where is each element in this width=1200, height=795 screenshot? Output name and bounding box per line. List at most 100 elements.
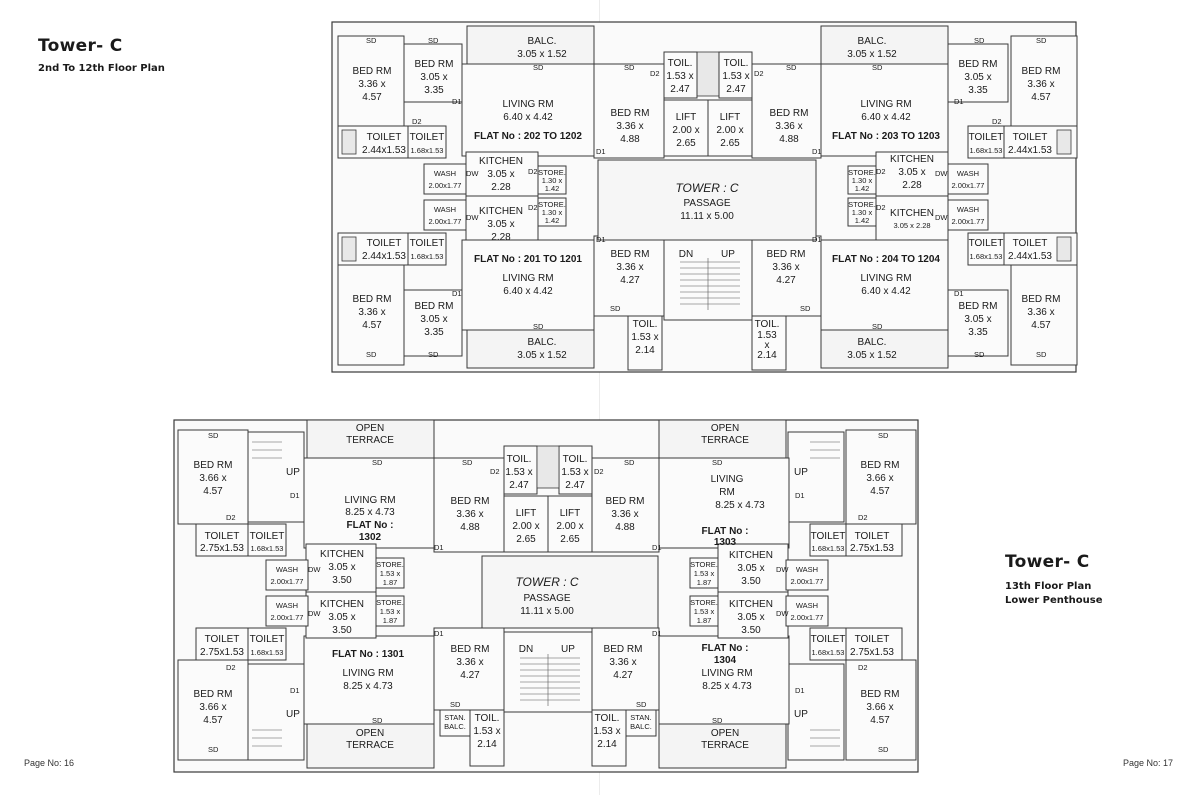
plan-b-up-tl: UP bbox=[286, 467, 300, 478]
plan-b-living-br-dim: 8.25 x 4.73 bbox=[702, 681, 752, 692]
plan-b-terrace-tl-1: OPEN bbox=[356, 423, 384, 434]
plan-a-kitchen-bl bbox=[465, 195, 539, 241]
plan-a-toil-bl-dim2: 2.14 bbox=[635, 345, 655, 356]
plan-a-living-br-name: LIVING RM bbox=[860, 273, 911, 284]
plan-a-tag-d2-7: D2 bbox=[528, 203, 538, 212]
plan-a-living-bl-dim: 6.40 x 4.42 bbox=[503, 286, 553, 297]
plan-b-tag-d2-6: D2 bbox=[858, 663, 868, 672]
plan-b-kitchen-br bbox=[717, 591, 789, 639]
plan-a-tag-d1-6: D1 bbox=[812, 147, 822, 156]
plan-a-tag-sd-6: SD bbox=[872, 63, 883, 72]
plan-a-bedroom-bl-outer bbox=[337, 264, 405, 366]
plan-a-bedroom-tr-inner bbox=[947, 43, 1009, 103]
plan-b-terrace-br bbox=[658, 723, 787, 769]
plan-a-bed2-bl-name: BED RM bbox=[415, 301, 454, 312]
plan-b-bed-bl-dim2: 4.57 bbox=[203, 715, 223, 726]
plan-b-flat-1303-number: 1303 bbox=[714, 537, 737, 548]
plan-b-bed-tr-dim1: 3.66 x bbox=[866, 473, 893, 484]
plan-a-tag-sd-2: SD bbox=[428, 36, 439, 45]
plan-a-tag-d1-3: D1 bbox=[452, 289, 462, 298]
plan-a-toil-core-right bbox=[718, 51, 753, 99]
plan-a-kitchen-bl-dim2: 2.28 bbox=[491, 232, 511, 243]
plan-b-stan-l-1: STAN. bbox=[444, 713, 466, 722]
plan-a-tag-d1-7: D1 bbox=[596, 235, 606, 244]
plan-a-bed-tr-dim1: 3.36 x bbox=[1027, 79, 1054, 90]
plan-b-toil-bottom-left bbox=[469, 709, 505, 767]
plan-b-stan-r-1: STAN. bbox=[630, 713, 652, 722]
plan-a-balc-bl-dim: 3.05 x 1.52 bbox=[517, 350, 567, 361]
plan-a-kitchen-bl-dim1: 3.05 x bbox=[487, 219, 514, 230]
plan-b-tag-d2-1: D2 bbox=[490, 467, 500, 476]
plan-a-bed2-tl-name: BED RM bbox=[415, 59, 454, 70]
plan-b-kitchen-bl-dim1: 3.05 x bbox=[328, 612, 355, 623]
plan-a-bed-bl-dim1: 3.36 x bbox=[358, 307, 385, 318]
plan-b-tag-d1-7: D1 bbox=[434, 629, 444, 638]
plan-a-living-tl-name: LIVING RM bbox=[502, 99, 553, 110]
plan-b-terrace-bl bbox=[306, 723, 435, 769]
plan-a-shaft-4 bbox=[1056, 236, 1072, 262]
plan-b-kitchen-tl-name: KITCHEN bbox=[320, 549, 364, 560]
plan-a-bed2-br-dim1: 3.05 x bbox=[964, 314, 991, 325]
plan-b-toil-core-left bbox=[503, 445, 538, 495]
plan-b-tag-d1-5: D1 bbox=[434, 543, 444, 552]
plan-b-store-tr-name: STORE. bbox=[690, 560, 718, 569]
plan-a-tag-d2-4: D2 bbox=[992, 117, 1002, 126]
plan-a-bed-tl-dim1: 3.36 x bbox=[358, 79, 385, 90]
plan-b-flat-1301: FLAT No : 1301 bbox=[332, 649, 404, 660]
plan-b-kitchen-tl bbox=[305, 543, 377, 593]
plan-a-bed-bl-name: BED RM bbox=[353, 294, 392, 305]
plan-a-wash-tl bbox=[423, 163, 467, 195]
plan-a-living-tl bbox=[461, 63, 595, 157]
plan-b-lift-l-dim1: 2.00 x bbox=[512, 521, 539, 532]
plan-b-store-tr-dim1: 1.53 x bbox=[694, 569, 715, 578]
plan-a-stair-up: UP bbox=[721, 249, 735, 260]
plan-a-toilet2-bl-name: TOILET bbox=[410, 238, 445, 249]
plan-b-toil-br-dim2: 2.14 bbox=[597, 739, 617, 750]
plan-b-tag-d1-1: D1 bbox=[290, 491, 300, 500]
plan-a-store-br-dim1: 1.30 x bbox=[852, 208, 873, 217]
plan-a-store-tl-dim2: 1.42 bbox=[545, 184, 560, 193]
plan-a-tag-dw-2: DW bbox=[466, 213, 479, 222]
plan-b-core-name: PASSAGE bbox=[523, 593, 570, 604]
plan-b-bedroom-core-tl bbox=[433, 457, 505, 553]
plan-b-toilet-br-dim: 2.75x1.53 bbox=[850, 647, 894, 658]
plan-a-wash-bl bbox=[423, 199, 467, 231]
plan-b-bed-core-tr-dim1: 3.36 x bbox=[611, 509, 638, 520]
plan-a-bed-core-tr-dim1: 3.36 x bbox=[775, 121, 802, 132]
plan-a-toilet-br-dim: 2.44x1.53 bbox=[1008, 251, 1052, 262]
plan-a-tag-d1-8: D1 bbox=[812, 235, 822, 244]
plan-a-bed-br-dim1: 3.36 x bbox=[1027, 307, 1054, 318]
plan-a-toilet-bl-dim: 2.44x1.53 bbox=[362, 251, 406, 262]
plan-a-bed2-tr-dim1: 3.05 x bbox=[964, 72, 991, 83]
plan-b-tag-sd-8: SD bbox=[372, 716, 383, 725]
plan-b-lift-right bbox=[547, 495, 593, 553]
plan-b-store-bl-dim1: 1.53 x bbox=[380, 607, 401, 616]
plan-a-tag-sd-15: SD bbox=[974, 350, 985, 359]
plan-a-tag-d1-1: D1 bbox=[452, 97, 462, 106]
plan-a-store-bl-dim1: 1.30 x bbox=[542, 208, 563, 217]
plan-b-kitchen-tr-name: KITCHEN bbox=[729, 550, 773, 561]
plan-b-bed-core-bl-name: BED RM bbox=[451, 644, 490, 655]
plan-b-toil-bl-dim1: 1.53 x bbox=[473, 726, 500, 737]
plan-b-toilet-tl-dim: 2.75x1.53 bbox=[200, 543, 244, 554]
plan-b-tag-sd-3: SD bbox=[462, 458, 473, 467]
plan-a-bed2-br-dim2: 3.35 bbox=[968, 327, 988, 338]
plan-b-bed-core-bl-dim2: 4.27 bbox=[460, 670, 480, 681]
plan-b-lift-l-dim2: 2.65 bbox=[516, 534, 536, 545]
plan-b-store-tl-dim2: 1.87 bbox=[383, 578, 398, 587]
plan-a-wash-tr-name: WASH bbox=[957, 169, 979, 178]
plan-b-toilet-tl-small bbox=[247, 523, 287, 557]
plan-b-tag-dw-3: DW bbox=[776, 565, 789, 574]
plan-a-store-bl bbox=[537, 197, 567, 227]
plan-b-flat-1304-label: FLAT No : bbox=[701, 643, 748, 654]
plan-a-tag-sd-3: SD bbox=[533, 63, 544, 72]
plan-a-shaft-1 bbox=[341, 129, 357, 155]
plan-a-toil-bottom-right bbox=[751, 315, 787, 371]
plan-b-stan-r-2: BALC. bbox=[630, 722, 652, 731]
plan-b-tag-d1-3: D1 bbox=[290, 686, 300, 695]
plan-b-toilet2-tr-name: TOILET bbox=[811, 531, 846, 542]
plan-a-wash-bl-dim: 2.00x1.77 bbox=[429, 217, 462, 226]
page-number-right: Page No: 17 bbox=[1123, 758, 1174, 768]
plan-a-bed-tl-dim2: 4.57 bbox=[362, 92, 382, 103]
plan-a-toil-core-r-name: TOIL. bbox=[724, 58, 749, 69]
